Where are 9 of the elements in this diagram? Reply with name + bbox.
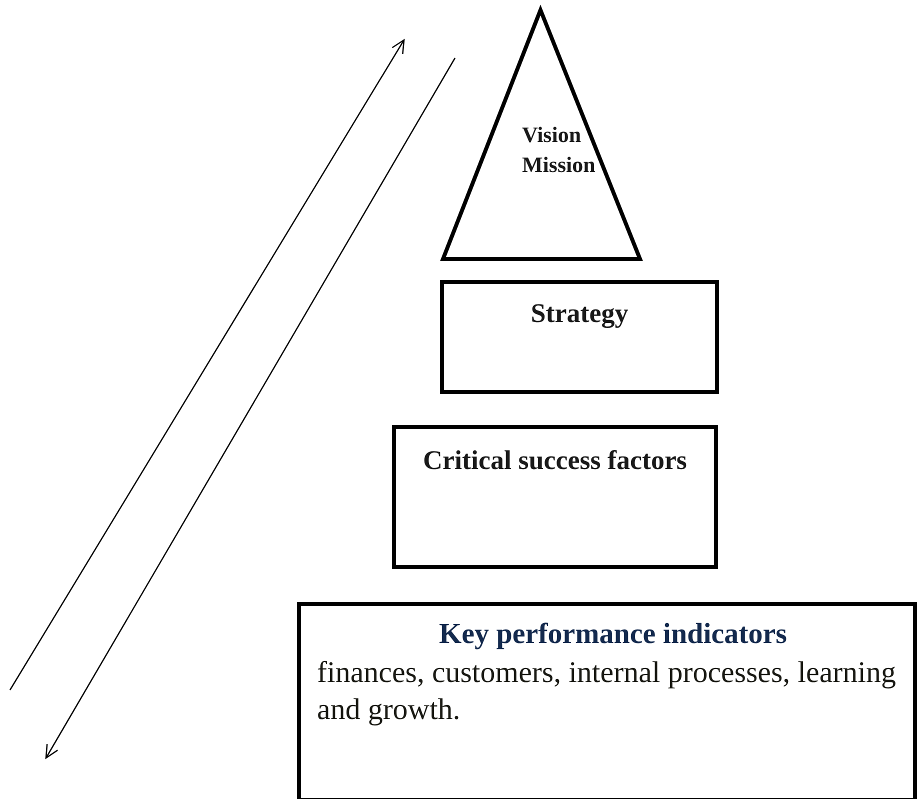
level-box xyxy=(440,280,719,394)
box-heading: Critical success factors xyxy=(422,444,688,477)
level-box xyxy=(392,425,718,569)
triangle-label: Mission xyxy=(522,152,596,178)
box-heading: Key performance indicators xyxy=(438,617,788,652)
box-heading: Strategy xyxy=(530,297,630,330)
level-box xyxy=(297,602,917,799)
triangle-label: Vision xyxy=(522,122,582,148)
box-text: finances, customers, internal processes, learning and growth. xyxy=(317,654,897,728)
